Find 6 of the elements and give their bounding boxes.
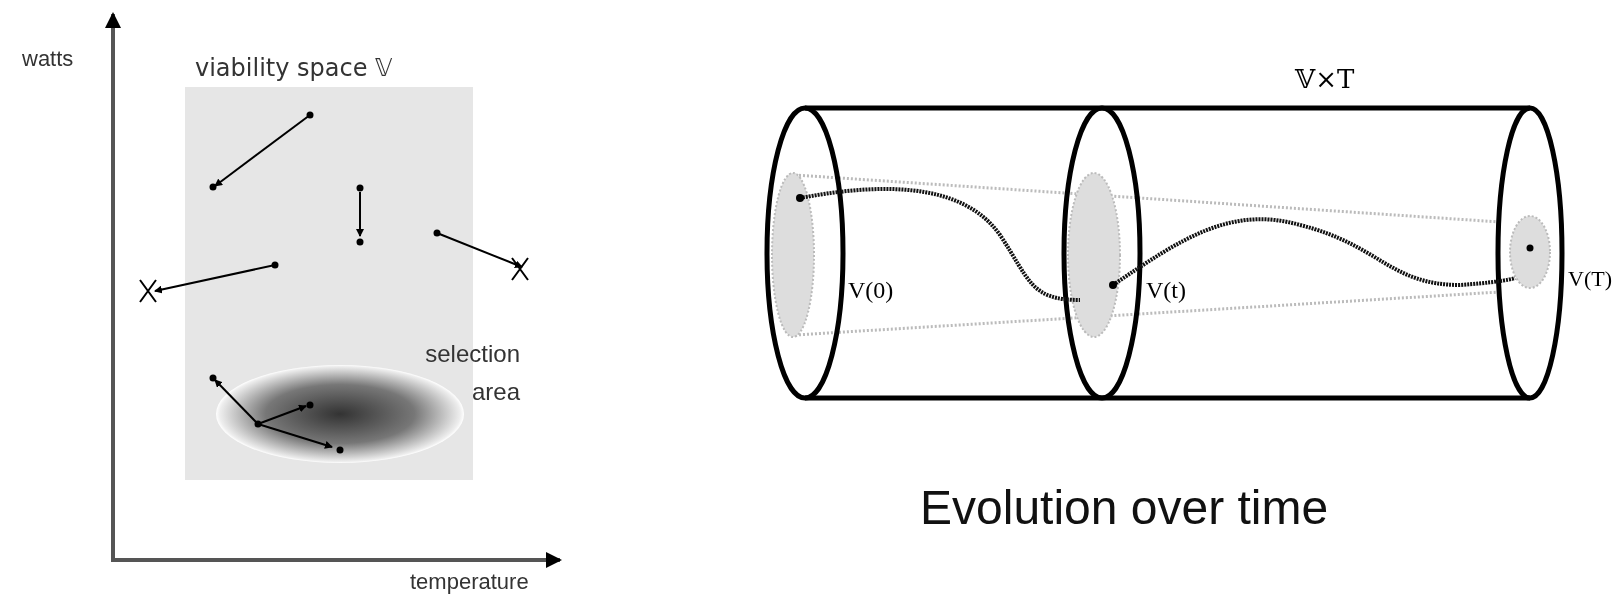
axis-label: temperature <box>410 568 529 596</box>
caption: Evolution over time <box>920 480 1329 536</box>
area-label: selection area <box>424 339 520 407</box>
region-title: viability space 𝕍 <box>195 53 393 84</box>
space-label: 𝕍×T <box>1295 63 1355 96</box>
axis-label: watts <box>22 45 74 73</box>
